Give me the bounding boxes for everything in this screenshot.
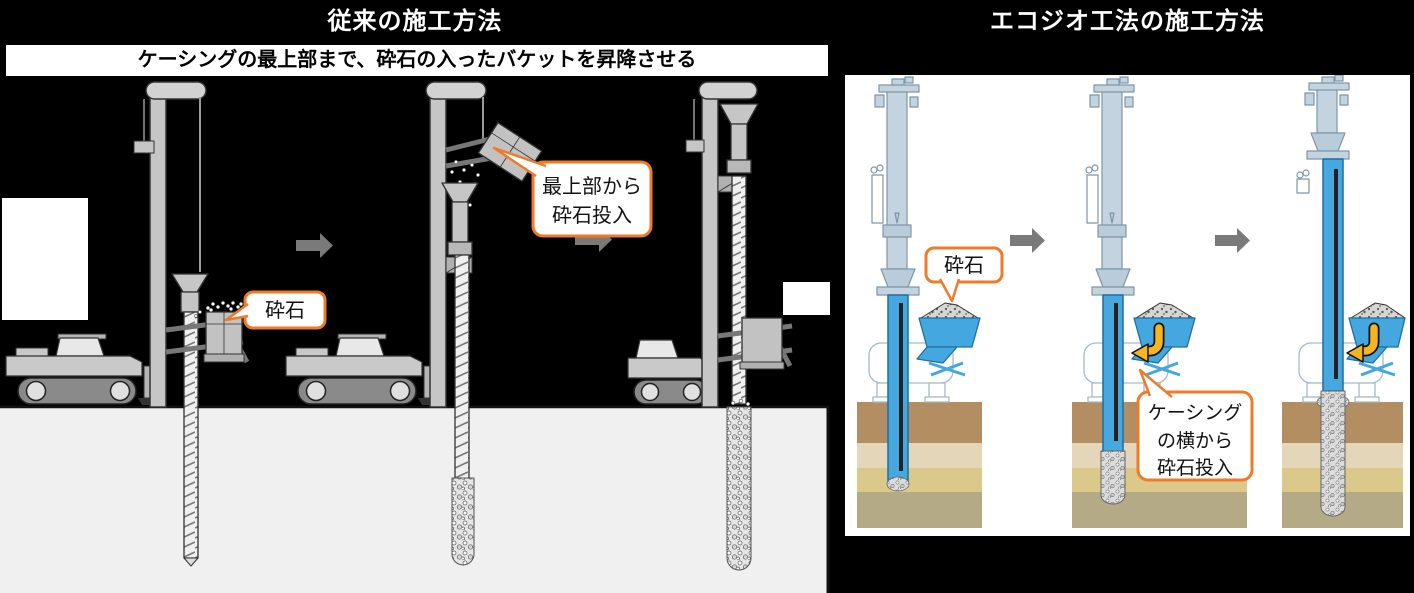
casing-inner-rod-3 bbox=[1334, 169, 1338, 379]
top-feed-label-line2: 砕石投入 bbox=[552, 204, 632, 227]
funnel-3 bbox=[719, 103, 759, 174]
gravel-column-right-3 bbox=[1320, 390, 1346, 517]
gravel-in-bucket-1 bbox=[194, 300, 244, 318]
crawler-base-2 bbox=[285, 333, 439, 405]
side-feed-arrow-2 bbox=[1131, 322, 1165, 363]
ecogeo-stage1 bbox=[857, 76, 982, 528]
step-arrow-right-2 bbox=[1215, 228, 1250, 253]
side-feed-callout: ケーシング の横から 砕石投入 bbox=[1136, 368, 1254, 482]
gravel-mound-3 bbox=[730, 398, 751, 407]
white-patch-right bbox=[783, 282, 830, 315]
auger-tip-1 bbox=[183, 557, 199, 567]
mast-1 bbox=[133, 81, 207, 408]
step-arrow-right-1 bbox=[1010, 228, 1045, 253]
gravel-label-right: 砕石 bbox=[944, 254, 984, 277]
hopper-1 bbox=[916, 302, 981, 377]
side-feed-label-line3: 砕石投入 bbox=[1157, 457, 1233, 479]
mast-2 bbox=[425, 81, 487, 408]
gravel-column-3 bbox=[726, 406, 752, 571]
mast-cluster-1 bbox=[870, 76, 920, 296]
ground-left bbox=[0, 405, 830, 593]
funnel-2 bbox=[441, 182, 479, 256]
casing-1 bbox=[886, 294, 910, 492]
top-feed-label-line1: 最上部から bbox=[542, 175, 642, 198]
casing-inner-rod-1 bbox=[899, 303, 903, 471]
gravel-column-right-2 bbox=[1100, 450, 1126, 505]
mast-cluster-3 bbox=[1296, 75, 1350, 194]
funnel-1 bbox=[171, 273, 209, 313]
mast-cluster-2 bbox=[1085, 76, 1135, 296]
ecogeo-stage3 bbox=[1282, 75, 1406, 528]
rig-stage3 bbox=[627, 81, 793, 571]
left-panel-banner: ケーシングの最上部まで、砕石の入ったバケットを昇降させる bbox=[6, 45, 828, 76]
white-patch-left bbox=[2, 198, 88, 320]
gravel-callout-left: 砕石 bbox=[224, 290, 327, 330]
side-feed-label-line1: ケーシング bbox=[1148, 402, 1243, 424]
right-panel-title: エコジオ工法の施工方法 bbox=[990, 8, 1265, 35]
left-panel-title: 従来の施工方法 bbox=[327, 8, 503, 35]
top-feed-callout: 最上部から 砕石投入 bbox=[492, 146, 653, 238]
soil-layers-1 bbox=[857, 402, 982, 528]
gravel-column-2 bbox=[451, 477, 475, 566]
mast-3 bbox=[685, 81, 758, 408]
bucket-platform-3 bbox=[717, 317, 793, 370]
casing-inner-rod-2 bbox=[1114, 303, 1118, 441]
side-feed-arrow-3 bbox=[1346, 322, 1380, 363]
crawler-base-1 bbox=[5, 333, 159, 405]
rig-stage2 bbox=[285, 81, 543, 566]
gravel-callout-right: 砕石 bbox=[924, 246, 1004, 303]
gravel-label-left: 砕石 bbox=[265, 299, 305, 322]
step-arrow-left-1 bbox=[296, 233, 333, 258]
side-feed-label-line2: の横から bbox=[1157, 430, 1233, 452]
rig-stage1 bbox=[5, 81, 250, 567]
